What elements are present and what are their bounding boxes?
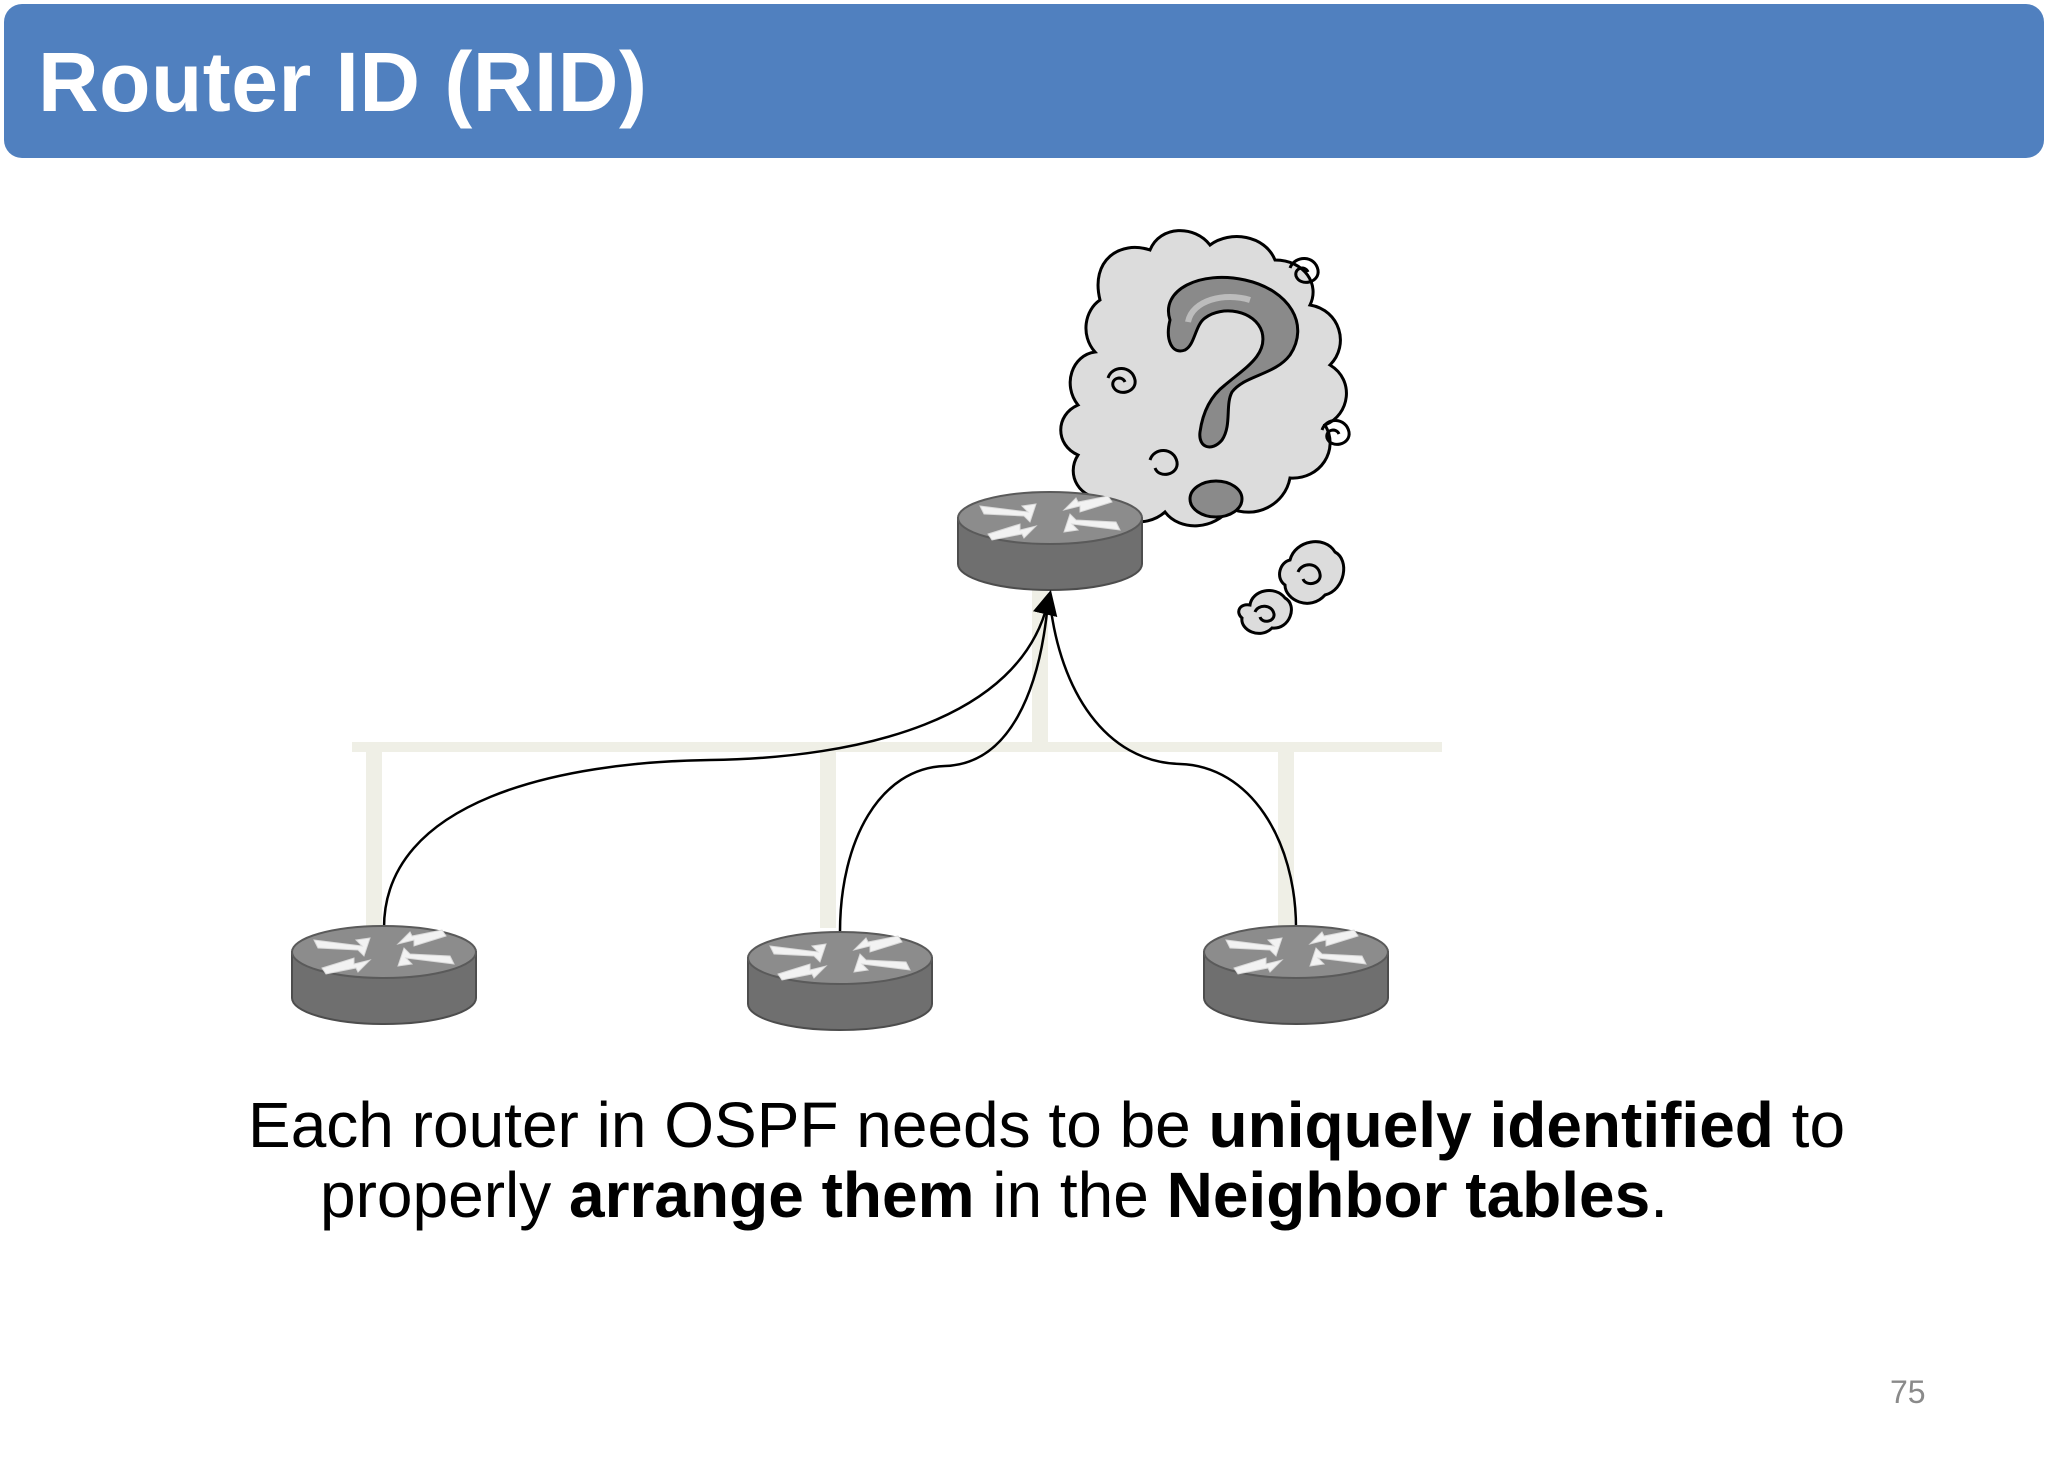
network-bus	[352, 588, 1442, 928]
question-mark-thought-cloud-icon	[1059, 229, 1351, 635]
caption-text: Each router in OSPF needs to be	[248, 1089, 1209, 1161]
caption-emphasis: uniquely identified	[1208, 1089, 1774, 1161]
page-number: 75	[1890, 1374, 1926, 1410]
router-middle-icon	[747, 931, 933, 1031]
title-bar: Router ID (RID)	[4, 4, 2044, 158]
central-router-icon	[957, 491, 1143, 591]
caption-text: properly	[320, 1159, 569, 1231]
caption-emphasis: arrange them	[569, 1159, 975, 1231]
caption-line-1: Each router in OSPF needs to be uniquely…	[248, 1090, 1845, 1160]
router-left-icon	[291, 925, 477, 1025]
router-right-icon	[1203, 925, 1389, 1025]
caption-text: in the	[974, 1159, 1167, 1231]
caption-text: .	[1650, 1159, 1668, 1231]
caption-emphasis: Neighbor tables	[1166, 1159, 1651, 1231]
caption-text: to	[1773, 1089, 1846, 1161]
caption-line-2: properly arrange them in the Neighbor ta…	[320, 1160, 1668, 1230]
slide-title: Router ID (RID)	[38, 35, 648, 129]
rid-connections	[382, 589, 1298, 933]
